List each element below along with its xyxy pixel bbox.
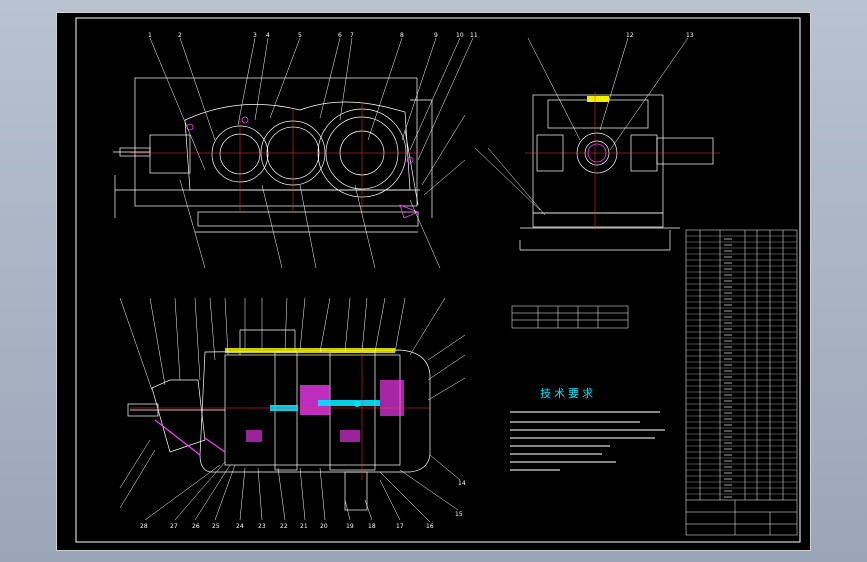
parts-list	[685, 229, 798, 536]
balloon-26: 26	[192, 523, 200, 530]
gear-parameter-table	[511, 305, 629, 329]
front-view-magenta-details	[186, 116, 420, 219]
balloon-17: 17	[396, 523, 404, 530]
balloon-12: 12	[626, 32, 634, 39]
front-view	[113, 77, 433, 233]
balloon-23: 23	[258, 523, 266, 530]
drawing-sheet	[56, 12, 811, 551]
parts-list-text-marks	[724, 238, 732, 498]
balloon-13: 13	[686, 32, 694, 39]
balloon-3: 3	[253, 32, 257, 39]
balloon-5: 5	[298, 32, 302, 39]
inner-border	[75, 17, 801, 543]
plan-section-colored	[130, 345, 430, 480]
balloon-22: 22	[280, 523, 288, 530]
balloon-2: 2	[178, 32, 182, 39]
parts-list-rows	[686, 235, 797, 495]
balloon-8: 8	[400, 32, 404, 39]
side-view-leaders	[474, 37, 689, 216]
front-view-leaders	[149, 37, 474, 269]
balloon-9: 9	[434, 32, 438, 39]
balloon-21: 21	[300, 523, 308, 530]
balloon-11: 11	[470, 32, 478, 39]
plan-leaders	[119, 297, 466, 523]
balloon-7: 7	[350, 32, 354, 39]
balloon-4: 4	[266, 32, 270, 39]
balloon-19: 19	[346, 523, 354, 530]
balloon-1: 1	[148, 32, 152, 39]
balloon-16: 16	[426, 523, 434, 530]
side-view	[519, 94, 714, 251]
balloon-18: 18	[368, 523, 376, 530]
balloon-24: 24	[236, 523, 244, 530]
balloon-25: 25	[212, 523, 220, 530]
balloon-27: 27	[170, 523, 178, 530]
tech-requirements-lines	[510, 411, 665, 471]
front-view-centerlines	[130, 102, 420, 212]
balloon-14: 14	[458, 480, 466, 487]
side-view-colored	[525, 92, 720, 230]
balloon-10: 10	[456, 32, 464, 39]
tech-requirements-title: 技术要求	[540, 387, 596, 400]
balloon-6: 6	[338, 32, 342, 39]
balloon-15: 15	[455, 511, 463, 518]
balloon-28: 28	[140, 523, 148, 530]
balloon-20: 20	[320, 523, 328, 530]
plan-section	[127, 329, 431, 511]
